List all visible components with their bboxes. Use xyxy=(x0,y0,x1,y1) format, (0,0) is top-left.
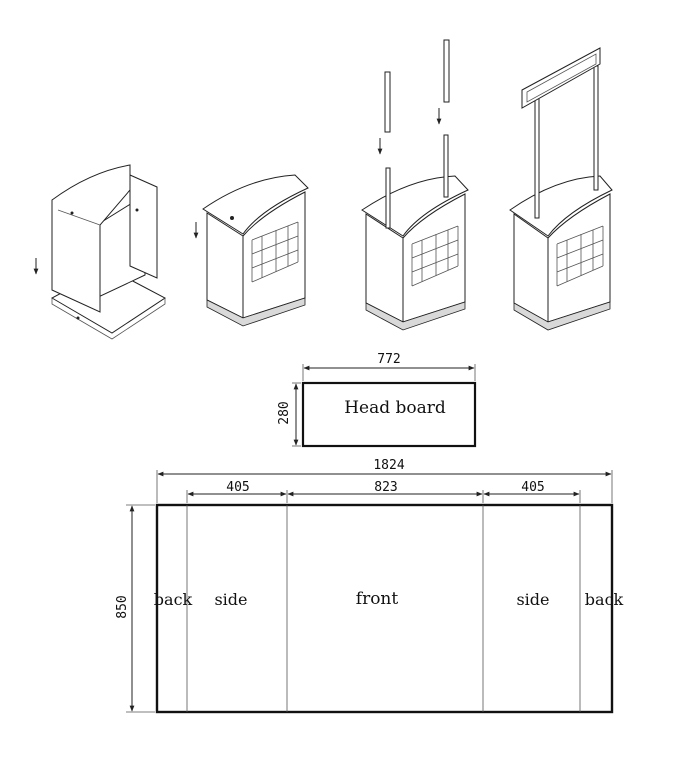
step-3-insert-poles xyxy=(361,39,469,331)
panel-front-width: 823 xyxy=(374,480,397,495)
panel-total-width: 1824 xyxy=(373,458,404,473)
label-front: front xyxy=(356,589,399,609)
panel-side-left-width: 405 xyxy=(226,480,249,495)
head-board-width: 772 xyxy=(377,352,400,367)
panel-height: 850 xyxy=(115,595,130,618)
panel-side-right-width: 405 xyxy=(521,480,544,495)
label-side-left: side xyxy=(214,590,247,609)
step-2-assembled-counter xyxy=(193,174,309,327)
head-board-height: 280 xyxy=(277,401,292,424)
step-1-open-shell xyxy=(33,164,166,340)
head-board-drawing: 772 280 Head board xyxy=(277,352,477,448)
head-board-label: Head board xyxy=(344,398,446,418)
step-4-with-head-board xyxy=(509,47,613,331)
label-back-right: back xyxy=(585,590,624,609)
label-side-right: side xyxy=(516,590,549,609)
panel-drawing: 1824 405 823 405 850 back side front sid… xyxy=(115,458,624,714)
label-back-left: back xyxy=(154,590,193,609)
